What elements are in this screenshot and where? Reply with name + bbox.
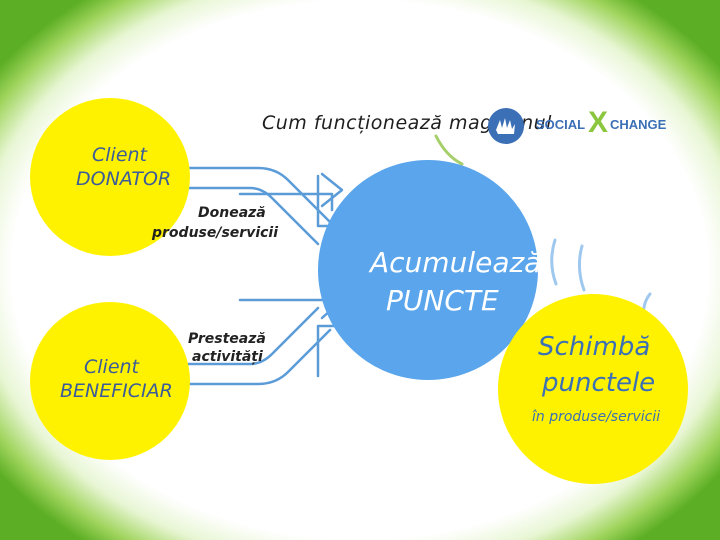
lower-arrow-outer (168, 328, 332, 386)
upper-arrow-inner (168, 186, 320, 246)
logo-social-text: SOCIAL (536, 117, 586, 132)
title-swoosh (434, 134, 464, 166)
points-label-line1: Acumulează (370, 246, 542, 279)
upper-center-arrow (238, 192, 334, 212)
points-circle (318, 160, 538, 380)
exchange-label-line2: punctele (542, 368, 656, 398)
donor-action-line1: Donează (198, 205, 266, 221)
beneficiary-label-line2: BENEFICIAR (60, 380, 173, 402)
exchange-label-line1: Schimbă (538, 332, 651, 362)
beneficiary-label-line1: Client (84, 356, 140, 378)
beneficiary-action-line2: activități (192, 349, 263, 365)
diagram-title: Cum funcționează magazinul (262, 112, 552, 134)
exchange-label-line3: în produse/servicii (532, 409, 661, 425)
upper-center-arrow-head (320, 172, 344, 208)
donor-circle (30, 98, 190, 256)
donor-label-line2: DONATOR (76, 168, 172, 190)
beneficiary-action-line1: Prestează (188, 331, 266, 347)
wave-mark-2 (577, 244, 586, 292)
beneficiary-circle (30, 302, 190, 460)
lower-arrow-inner (168, 306, 320, 366)
lower-arrow-head (316, 324, 342, 378)
exchange-circle (498, 294, 688, 484)
donor-label-line1: Client (92, 144, 148, 166)
points-label-line2: PUNCTE (386, 284, 499, 317)
wave-mark-1 (550, 238, 558, 286)
logo-x-mark: X (588, 106, 609, 139)
upper-arrow-outer (168, 166, 332, 224)
socialxchange-logo: SOCIAL X CHANGE (488, 106, 668, 146)
logo-change-text: CHANGE (610, 117, 667, 132)
donor-action-line2: produse/servicii (152, 225, 279, 241)
hands-logo-icon (488, 108, 524, 144)
